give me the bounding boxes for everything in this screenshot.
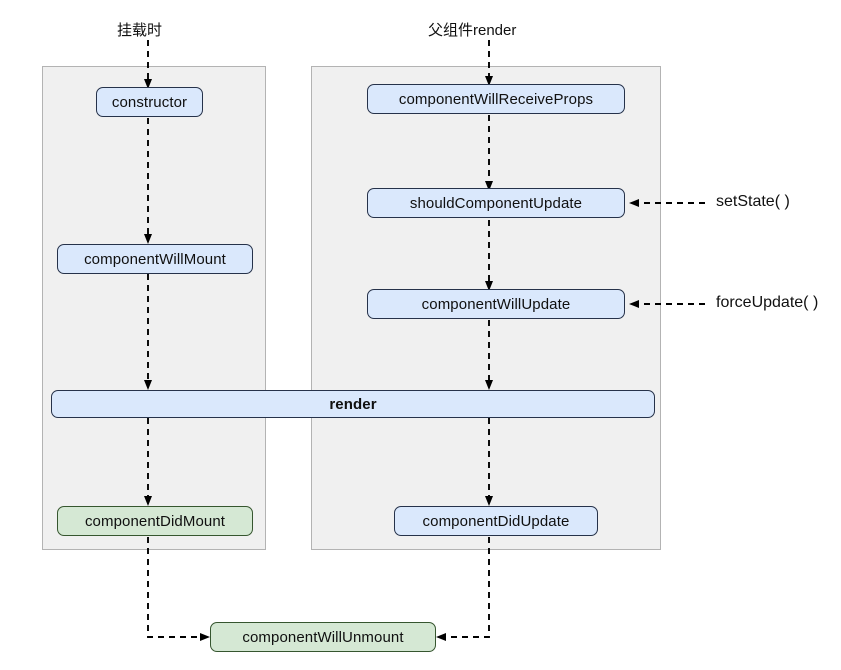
label-force-update: forceUpdate( ) <box>716 294 819 311</box>
mounting-caption: 挂载时 <box>117 22 163 39</box>
node-component-will-receive-props[interactable]: componentWillReceiveProps <box>367 84 625 114</box>
label-set-state: setState( ) <box>716 193 790 210</box>
node-component-did-mount[interactable]: componentDidMount <box>57 506 253 536</box>
arrowhead-didupdate-to-willunmount <box>436 633 446 641</box>
node-constructor[interactable]: constructor <box>96 87 203 117</box>
node-component-will-mount[interactable]: componentWillMount <box>57 244 253 274</box>
node-component-will-update[interactable]: componentWillUpdate <box>367 289 625 319</box>
node-render[interactable]: render <box>51 390 655 418</box>
node-component-will-unmount[interactable]: componentWillUnmount <box>210 622 436 652</box>
edge-didmount-to-willunmount <box>147 537 202 638</box>
updating-caption: 父组件render <box>428 22 517 39</box>
mounting-phase-container <box>42 66 266 550</box>
arrowhead-didmount-to-willunmount <box>200 633 210 641</box>
node-component-did-update[interactable]: componentDidUpdate <box>394 506 598 536</box>
node-should-component-update[interactable]: shouldComponentUpdate <box>367 188 625 218</box>
edge-didupdate-to-willunmount <box>444 537 490 638</box>
